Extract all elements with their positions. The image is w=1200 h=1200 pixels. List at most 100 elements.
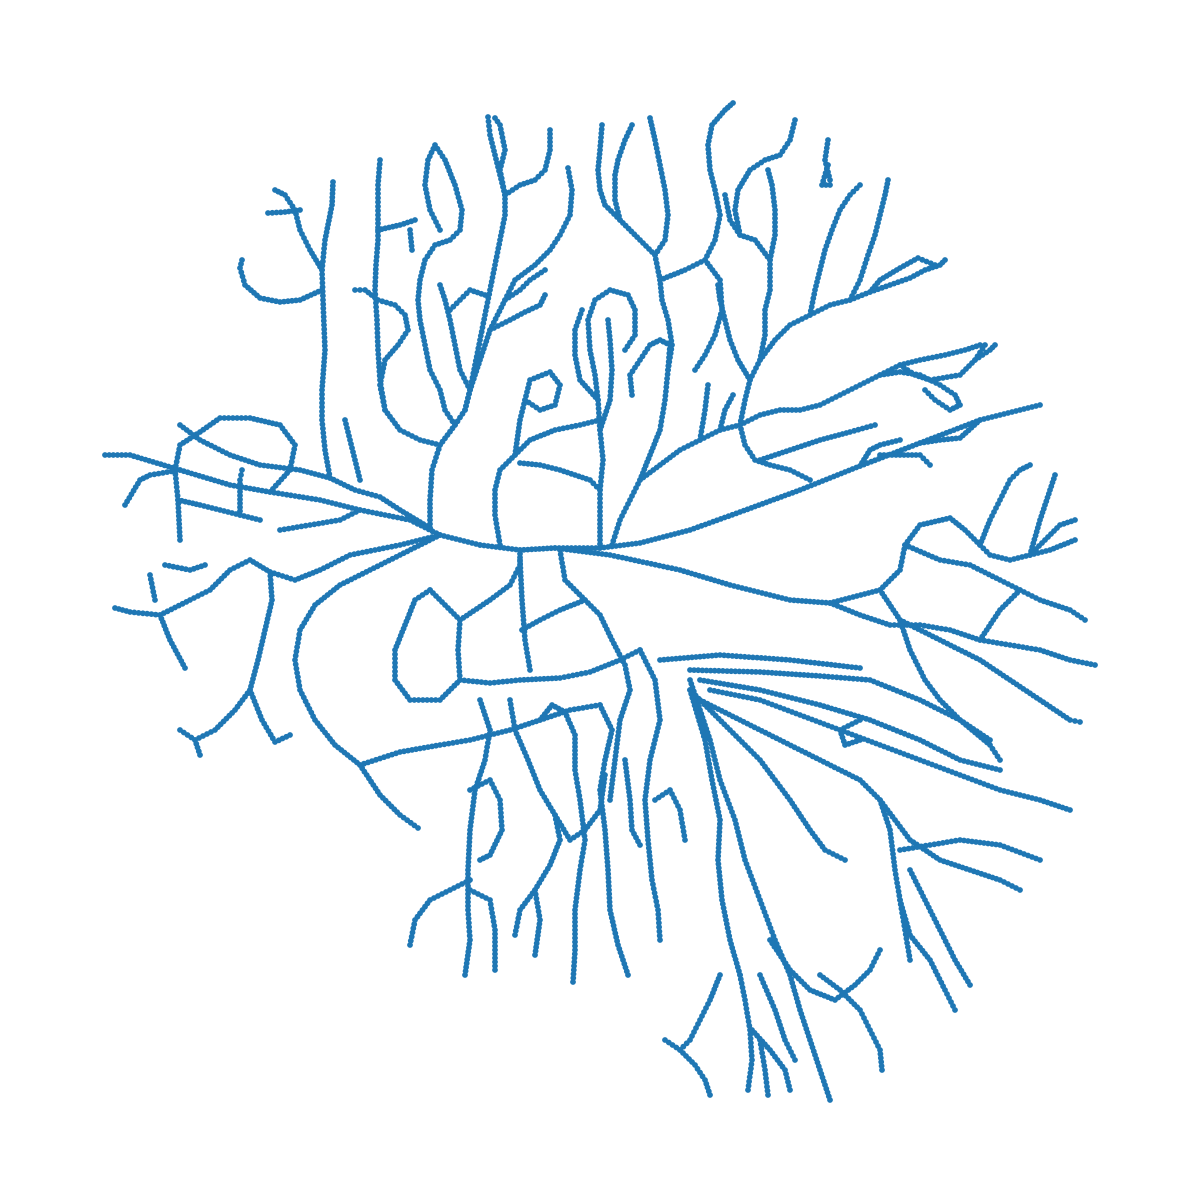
branch-nodes-group xyxy=(707,687,1073,813)
network-node xyxy=(378,385,385,392)
network-node xyxy=(885,452,891,458)
network-node xyxy=(458,738,465,745)
network-node xyxy=(954,560,960,566)
network-node xyxy=(655,911,662,918)
network-node xyxy=(931,841,938,848)
network-node xyxy=(424,697,430,703)
network-node xyxy=(456,634,462,640)
network-node xyxy=(319,395,325,402)
branch-nodes-group xyxy=(177,422,433,531)
branch-nodes-group xyxy=(857,437,903,469)
network-node xyxy=(374,325,381,332)
branch-nodes-group xyxy=(717,392,736,433)
network-node xyxy=(411,697,418,703)
network-leaf-node xyxy=(482,292,488,298)
network-node xyxy=(466,928,473,935)
network-node xyxy=(572,927,578,933)
branch-nodes-group xyxy=(247,687,293,745)
network-node xyxy=(535,904,541,910)
branch-nodes-group xyxy=(372,157,388,413)
network-node xyxy=(717,277,723,283)
network-node xyxy=(420,697,426,703)
network-node xyxy=(382,407,388,413)
network-node xyxy=(747,1035,754,1042)
network-leaf-node xyxy=(857,665,863,671)
network-node xyxy=(687,667,693,673)
network-node xyxy=(656,932,663,939)
network-node xyxy=(173,475,179,482)
network-node xyxy=(597,537,603,543)
network-node xyxy=(321,322,327,328)
network-node xyxy=(372,274,379,281)
network-node xyxy=(547,143,553,149)
network-node xyxy=(1007,642,1013,648)
network-leaf-node xyxy=(942,257,948,263)
network-node xyxy=(656,928,663,935)
network-node xyxy=(587,347,593,353)
network-node xyxy=(889,452,895,458)
network-node xyxy=(578,670,585,677)
network-node xyxy=(465,915,472,922)
network-node xyxy=(374,330,381,336)
network-node xyxy=(944,839,950,845)
network-node xyxy=(844,663,851,670)
network-node xyxy=(557,547,563,553)
branch-nodes-group xyxy=(237,467,245,518)
network-node xyxy=(445,740,452,747)
network-node xyxy=(921,622,928,629)
network-leaf-node xyxy=(982,342,988,348)
network-node xyxy=(663,384,670,390)
network-node xyxy=(320,430,327,436)
network-node xyxy=(1024,645,1030,651)
network-leaf-node xyxy=(239,467,245,473)
network-node xyxy=(424,165,430,172)
network-node xyxy=(632,319,638,326)
network-leaf-node xyxy=(879,1067,885,1073)
network-node xyxy=(498,818,505,825)
network-node xyxy=(896,892,903,899)
network-node xyxy=(597,138,604,145)
network-node xyxy=(560,564,566,570)
network-node xyxy=(321,241,328,248)
network-node xyxy=(593,384,600,391)
branch-nodes-group xyxy=(277,507,363,533)
network-node xyxy=(703,394,710,401)
network-leaf-node xyxy=(952,1007,958,1013)
network-node xyxy=(597,431,604,438)
network-node xyxy=(131,609,138,616)
branch-nodes-group xyxy=(687,677,833,1103)
branch-nodes-group xyxy=(827,515,1078,606)
network-leaf-node xyxy=(730,100,736,106)
network-node xyxy=(492,516,499,523)
network-leaf-node xyxy=(517,547,523,553)
network-node xyxy=(901,846,908,853)
network-node xyxy=(724,668,730,674)
network-node xyxy=(375,220,381,227)
branch-nodes-group xyxy=(612,122,635,223)
network-node xyxy=(703,398,709,405)
branch-nodes-group xyxy=(897,837,1043,863)
network-leaf-node xyxy=(842,857,848,863)
network-node xyxy=(307,522,313,528)
network-leaf-node xyxy=(857,182,863,188)
network-node xyxy=(320,254,327,260)
network-node xyxy=(595,401,602,408)
network-node xyxy=(427,497,433,503)
branch-nodes-group xyxy=(112,532,443,618)
network-node xyxy=(597,495,603,502)
network-node xyxy=(785,407,791,413)
network-node xyxy=(612,188,618,195)
network-node xyxy=(597,529,603,535)
network-node xyxy=(510,718,517,725)
network-leaf-node xyxy=(885,177,891,183)
network-node xyxy=(428,697,435,703)
network-node xyxy=(762,323,768,330)
network-node xyxy=(320,301,327,308)
branch-nodes-group xyxy=(537,702,588,985)
network-node xyxy=(498,810,504,816)
network-leaf-node xyxy=(637,842,643,848)
network-node xyxy=(881,452,887,458)
network-node xyxy=(578,858,585,865)
network-node xyxy=(597,512,603,519)
network-node xyxy=(456,664,462,670)
